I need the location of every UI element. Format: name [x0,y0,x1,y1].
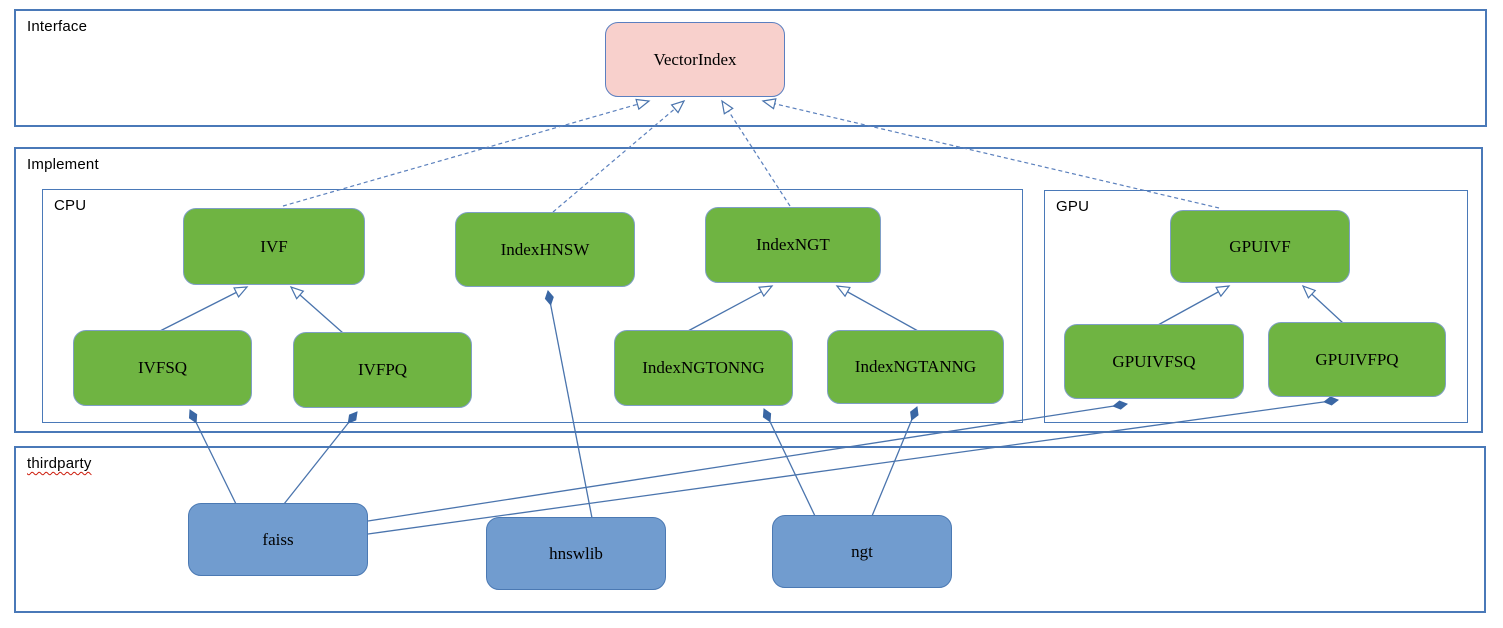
node-ivfpq: IVFPQ [293,332,472,408]
node-gpuivf: GPUIVF [1170,210,1350,283]
node-vectorindex: VectorIndex [605,22,785,97]
cpu-label: CPU [54,197,87,214]
node-indexngtonng: IndexNGTONNG [614,330,793,406]
node-ivf: IVF [183,208,365,285]
node-hnswlib: hnswlib [486,517,666,590]
node-indexngt: IndexNGT [705,207,881,283]
node-ngt: ngt [772,515,952,588]
node-indexhnsw: IndexHNSW [455,212,635,287]
implement-label: Implement [27,156,99,173]
node-faiss: faiss [188,503,368,576]
thirdparty-label: thirdparty [27,455,92,472]
node-gpuivfpq: GPUIVFPQ [1268,322,1446,397]
interface-label: Interface [27,18,88,35]
node-gpuivfsq: GPUIVFSQ [1064,324,1244,399]
node-indexngtanng: IndexNGTANNG [827,330,1004,404]
node-ivfsq: IVFSQ [73,330,252,406]
gpu-label: GPU [1056,198,1090,215]
